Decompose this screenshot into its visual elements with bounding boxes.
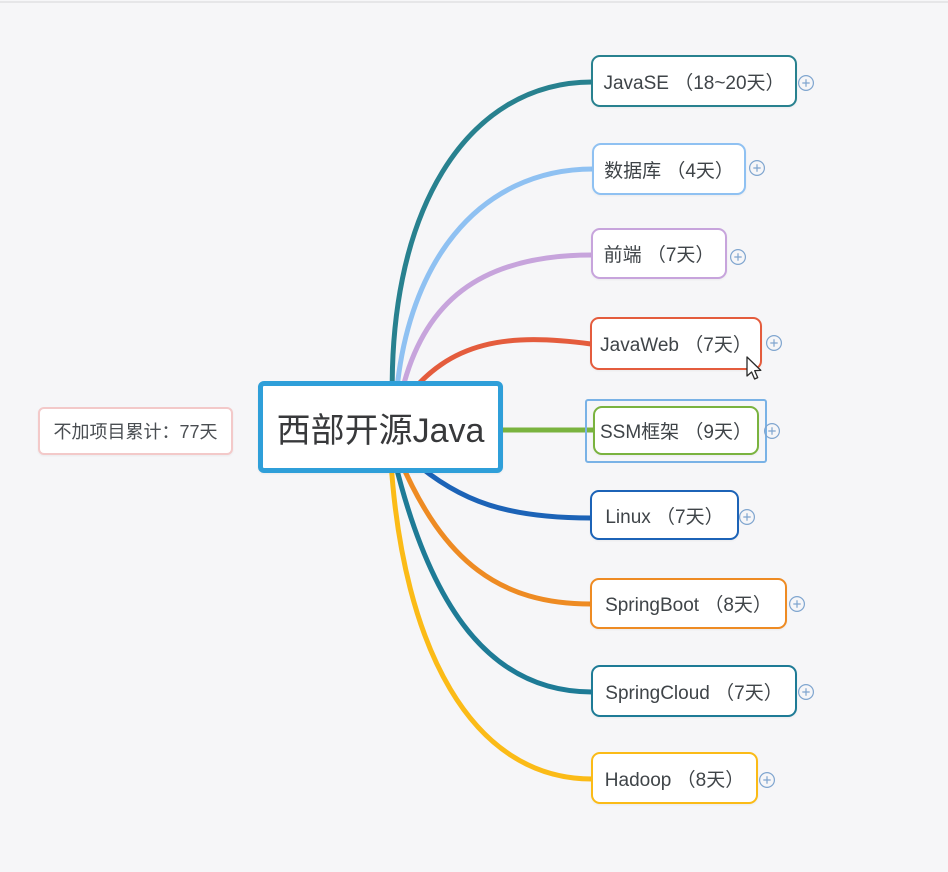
floating-note[interactable]: 不加项目累计：77天: [38, 407, 233, 455]
topic-springcloud-label: SpringCloud （7天）: [605, 682, 783, 704]
expand-icon[interactable]: [738, 508, 756, 526]
expand-icon[interactable]: [729, 248, 747, 266]
topic-javase[interactable]: JavaSE （18~20天）: [591, 55, 797, 107]
topic-springboot-label: SpringBoot （8天）: [605, 595, 772, 616]
root-topic-label: 西部开源Java: [276, 411, 485, 450]
topic-database-label: 数据库 （4天）: [604, 160, 734, 182]
topic-frontend[interactable]: 前端 （7天）: [591, 228, 727, 279]
topic-hadoop[interactable]: Hadoop （8天）: [591, 752, 758, 804]
branch-line-springcloud: [392, 459, 595, 695]
branch-line-frontend: [395, 252, 595, 413]
topic-javase-label: JavaSE （18~20天）: [603, 72, 785, 94]
root-topic[interactable]: 西部开源Java: [258, 381, 503, 473]
topic-database[interactable]: 数据库 （4天）: [592, 143, 746, 195]
branch-line-javaweb: [402, 337, 594, 403]
expand-icon[interactable]: [758, 771, 776, 789]
floating-note-label: 不加项目累计：77天: [53, 422, 218, 442]
topic-javaweb-label: JavaWeb （7天）: [600, 335, 752, 356]
branch-line-linux: [409, 457, 594, 521]
topic-linux[interactable]: Linux （7天）: [590, 490, 739, 540]
expand-icon[interactable]: [748, 159, 766, 177]
expand-icon[interactable]: [765, 334, 783, 352]
topic-ssm[interactable]: SSM框架 （9天）: [593, 406, 759, 455]
topic-javaweb[interactable]: JavaWeb （7天）: [590, 317, 762, 370]
expand-icon[interactable]: [797, 683, 815, 701]
top-hairline: [0, 1, 948, 3]
topic-ssm-label: SSM框架 （9天）: [599, 422, 753, 443]
expand-icon[interactable]: [797, 74, 815, 92]
branch-line-javase: [389, 79, 595, 423]
branch-line-springboot: [397, 457, 594, 607]
expand-icon[interactable]: [763, 422, 781, 440]
topic-linux-label: Linux （7天）: [605, 506, 724, 528]
expand-icon[interactable]: [788, 595, 806, 613]
branch-line-hadoop: [388, 459, 595, 782]
topic-frontend-label: 前端 （7天）: [603, 245, 715, 266]
topic-hadoop-label: Hadoop （8天）: [604, 769, 745, 791]
topic-springcloud[interactable]: SpringCloud （7天）: [591, 665, 797, 717]
topic-springboot[interactable]: SpringBoot （8天）: [590, 578, 787, 629]
branch-line-database: [392, 166, 596, 418]
